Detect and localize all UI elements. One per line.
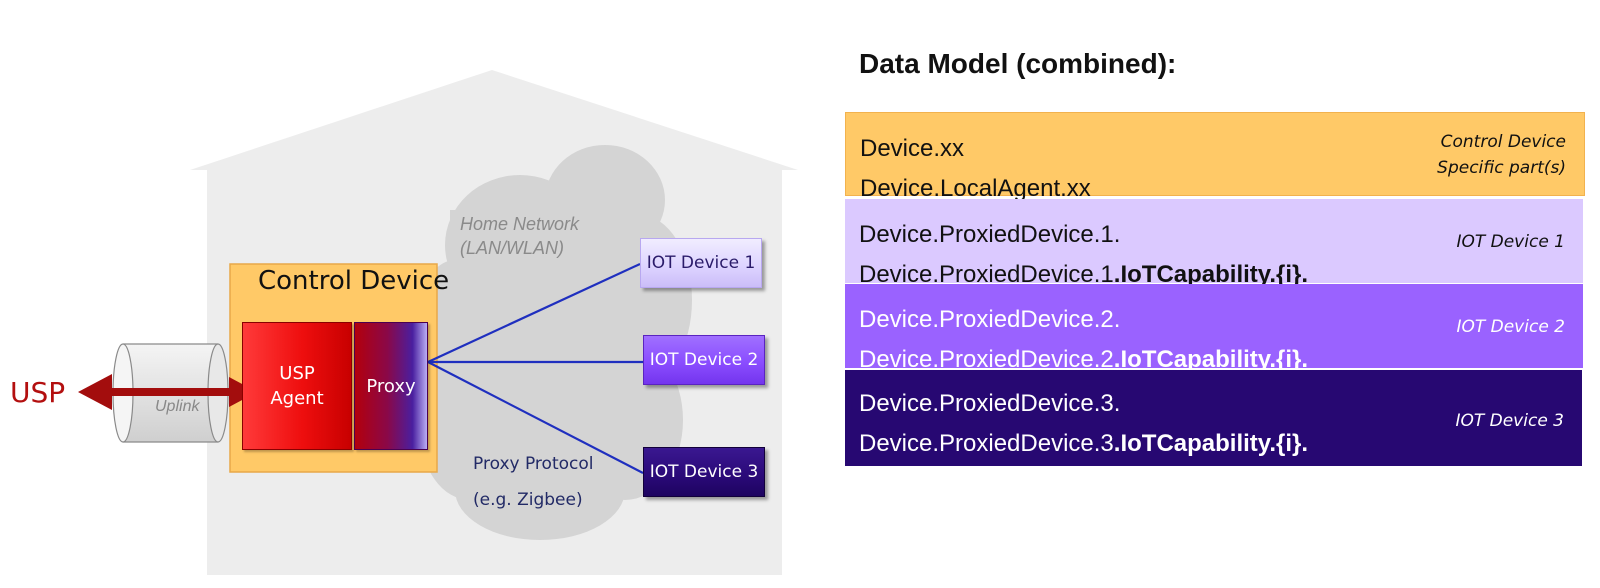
band-tag: IOT Device 2	[1456, 314, 1565, 340]
band-line2-bold: .IoTCapability.{i}.	[1113, 346, 1309, 373]
band-line2-plain: Device.ProxiedDevice.2	[859, 346, 1114, 373]
data-model-title: Data Model (combined):	[859, 48, 1177, 79]
band-line2-bold: .IoTCapability.{i}.	[1113, 430, 1309, 457]
proxy-protocol-label: Proxy Protocol (e.g. Zigbee)	[473, 446, 593, 518]
band-line2-bold: .IoTCapability.{i}.	[1113, 261, 1309, 288]
link-iot-device-1	[427, 263, 641, 363]
data-model-band-iot-device-1: Device.ProxiedDevice.1. Device.ProxiedDe…	[845, 199, 1583, 288]
data-model-band-iot-device-3: Device.ProxiedDevice.3. Device.ProxiedDe…	[845, 370, 1582, 466]
home-network-label: Home Network (LAN/WLAN)	[460, 212, 579, 260]
control-device-title: Control Device	[258, 266, 450, 296]
band-tag: IOT Device 1	[1456, 229, 1565, 255]
iot-device-2-box: IOT Device 2	[643, 335, 765, 385]
iot-device-1-box: IOT Device 1	[640, 238, 762, 288]
link-iot-device-3	[427, 361, 644, 474]
band-tag-line2: Specific part(s)	[1437, 158, 1566, 178]
iot-device-2-label: IOT Device 2	[649, 350, 759, 370]
band-tag: Control Device Specific part(s)	[1437, 129, 1566, 181]
band-line2: Device.ProxiedDevice.1.IoTCapability.{i}…	[859, 261, 1308, 289]
band-tag-line1: Control Device	[1440, 132, 1566, 152]
band-tag-line1: IOT Device 2	[1456, 317, 1565, 337]
band-line1: Device.ProxiedDevice.3.	[859, 390, 1121, 417]
proxy-protocol-line2: (e.g. Zigbee)	[473, 490, 583, 510]
home-network-line1: Home Network	[460, 214, 580, 234]
band-line1: Device.ProxiedDevice.1.	[859, 221, 1121, 248]
usp-agent-label-line1: USP	[279, 363, 315, 384]
data-model-band-iot-device-2: Device.ProxiedDevice.2. Device.ProxiedDe…	[845, 284, 1583, 373]
usp-agent-box: USP Agent	[242, 322, 352, 450]
band-line2-plain: Device.ProxiedDevice.1	[859, 261, 1114, 288]
band-line2: Device.ProxiedDevice.2.IoTCapability.{i}…	[859, 346, 1308, 374]
iot-device-3-box: IOT Device 3	[643, 447, 765, 497]
band-line1: Device.xx	[860, 135, 965, 162]
band-line2-plain: Device.ProxiedDevice.3	[859, 430, 1114, 457]
proxy-box: Proxy	[354, 322, 428, 450]
band-tag-line1: IOT Device 1	[1456, 232, 1565, 252]
usp-agent-label-line2: Agent	[270, 388, 324, 409]
band-line2: Device.ProxiedDevice.3.IoTCapability.{i}…	[859, 430, 1308, 458]
band-line2-plain: Device.LocalAgent.xx	[860, 175, 1091, 202]
band-tag-line1: IOT Device 3	[1455, 411, 1564, 431]
data-model-band-control-device: Device.xx Device.LocalAgent.xx Control D…	[845, 112, 1585, 202]
proxy-links	[427, 263, 644, 474]
proxy-label: Proxy	[366, 375, 416, 397]
proxy-protocol-line1: Proxy Protocol	[473, 454, 594, 474]
band-line2: Device.LocalAgent.xx	[860, 175, 1091, 203]
band-line1: Device.ProxiedDevice.2.	[859, 306, 1121, 333]
iot-device-1-label: IOT Device 1	[646, 253, 756, 273]
home-network-line2: (LAN/WLAN)	[460, 238, 565, 258]
band-tag: IOT Device 3	[1455, 408, 1564, 434]
usp-label: USP	[10, 376, 66, 409]
uplink-label: Uplink	[155, 398, 200, 415]
iot-device-3-label: IOT Device 3	[649, 462, 759, 482]
